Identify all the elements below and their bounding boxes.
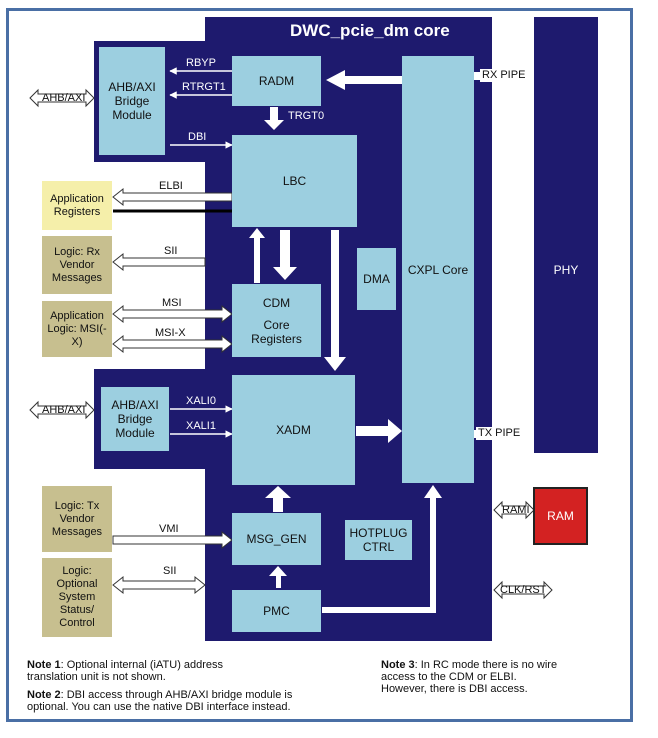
signal-ahb-axi-bottom: AHB/AXI	[42, 404, 86, 416]
arrow-msggen-to-xadm	[265, 486, 291, 512]
cdm-block: CDM Core Registers	[232, 284, 321, 357]
signal-ahb-axi-top: AHB/AXI	[42, 92, 86, 104]
arrow-radm-to-lbc	[264, 107, 284, 130]
note-1: Note 1: Optional internal (iATU) address…	[27, 659, 257, 683]
signal-trgt0: TRGT0	[288, 110, 325, 122]
xadm-block: XADM	[232, 375, 355, 485]
note-3: Note 3: In RC mode there is no wire acce…	[381, 659, 561, 695]
arrow-cxpl-to-radm	[326, 70, 402, 90]
note-2: Note 2: DBI access through AHB/AXI bridg…	[27, 689, 327, 713]
cxpl-core-block: CXPL Core	[402, 56, 474, 483]
arrow-sii-top	[112, 252, 206, 272]
signal-dbi: DBI	[188, 131, 207, 143]
msg-gen-block: MSG_GEN	[232, 513, 321, 565]
msi-application-logic-block: Application Logic: MSI(-X)	[42, 301, 112, 357]
ram-block: RAM	[533, 487, 588, 545]
pmc-block: PMC	[232, 590, 321, 632]
note-2-label: Note 2	[27, 689, 61, 701]
hotplug-ctrl-block: HOTPLUG CTRL	[345, 520, 412, 560]
signal-clk-rst: CLK/RST	[500, 584, 547, 596]
arrow-pmc-to-msggen	[269, 566, 287, 588]
signal-elbi: ELBI	[159, 180, 183, 192]
core-registers-label: Core Registers	[251, 317, 302, 346]
note-2-text: : DBI access through AHB/AXI bridge modu…	[27, 689, 293, 713]
arrow-xadm-to-cxpl	[356, 419, 402, 443]
core-title: DWC_pcie_dm core	[290, 21, 450, 40]
rx-vendor-messages-block: Logic: Rx Vendor Messages	[42, 236, 112, 294]
note-3-text: : In RC mode there is no wire access to …	[381, 659, 558, 695]
signal-msi: MSI	[162, 297, 182, 309]
phy-block	[534, 17, 598, 453]
arrow-lbc-to-xadm	[324, 230, 346, 371]
signal-tx-pipe: TX PIPE	[476, 427, 523, 440]
optional-system-status-block: Logic: Optional System Status/ Control	[42, 558, 112, 637]
signal-rx-pipe: RX PIPE	[480, 69, 528, 82]
ahb-axi-bridge-bottom: AHB/AXI Bridge Module	[101, 387, 169, 451]
tx-vendor-messages-block: Logic: Tx Vendor Messages	[42, 486, 112, 552]
ahb-axi-bridge-top: AHB/AXI Bridge Module	[99, 47, 165, 155]
arrow-ahb-axi-bottom	[29, 400, 95, 420]
application-registers-block: Application Registers	[42, 181, 112, 230]
signal-xali1: XALI1	[186, 420, 216, 432]
arrow-ahb-axi-top	[29, 88, 95, 108]
note-3-label: Note 3	[381, 659, 415, 671]
phy-label: PHY	[553, 263, 579, 277]
arrow-lbc-to-cdm	[273, 230, 297, 280]
arrow-sii-bottom	[112, 575, 206, 595]
note-1-label: Note 1	[27, 659, 61, 671]
signal-msi-x: MSI-X	[155, 327, 186, 339]
signal-xali0: XALI0	[186, 395, 216, 407]
arrow-vmi	[112, 530, 233, 550]
cdm-label: CDM	[262, 295, 291, 310]
signal-rtrgt1: RTRGT1	[182, 81, 226, 93]
dma-block: DMA	[357, 248, 396, 310]
arrow-pmc-to-cxpl	[322, 485, 442, 613]
signal-rami: RAMI	[502, 504, 530, 516]
signal-rbyp: RBYP	[186, 57, 216, 69]
signal-vmi: VMI	[159, 523, 179, 535]
signal-sii-bottom: SII	[163, 565, 177, 577]
arrow-cdm-to-lbc	[249, 228, 265, 283]
note-1-text: : Optional internal (iATU) address trans…	[27, 659, 224, 683]
lbc-block: LBC	[232, 135, 357, 227]
signal-sii-top: SII	[164, 245, 178, 257]
radm-block: RADM	[232, 56, 321, 106]
arrow-clk-rst	[493, 580, 553, 600]
